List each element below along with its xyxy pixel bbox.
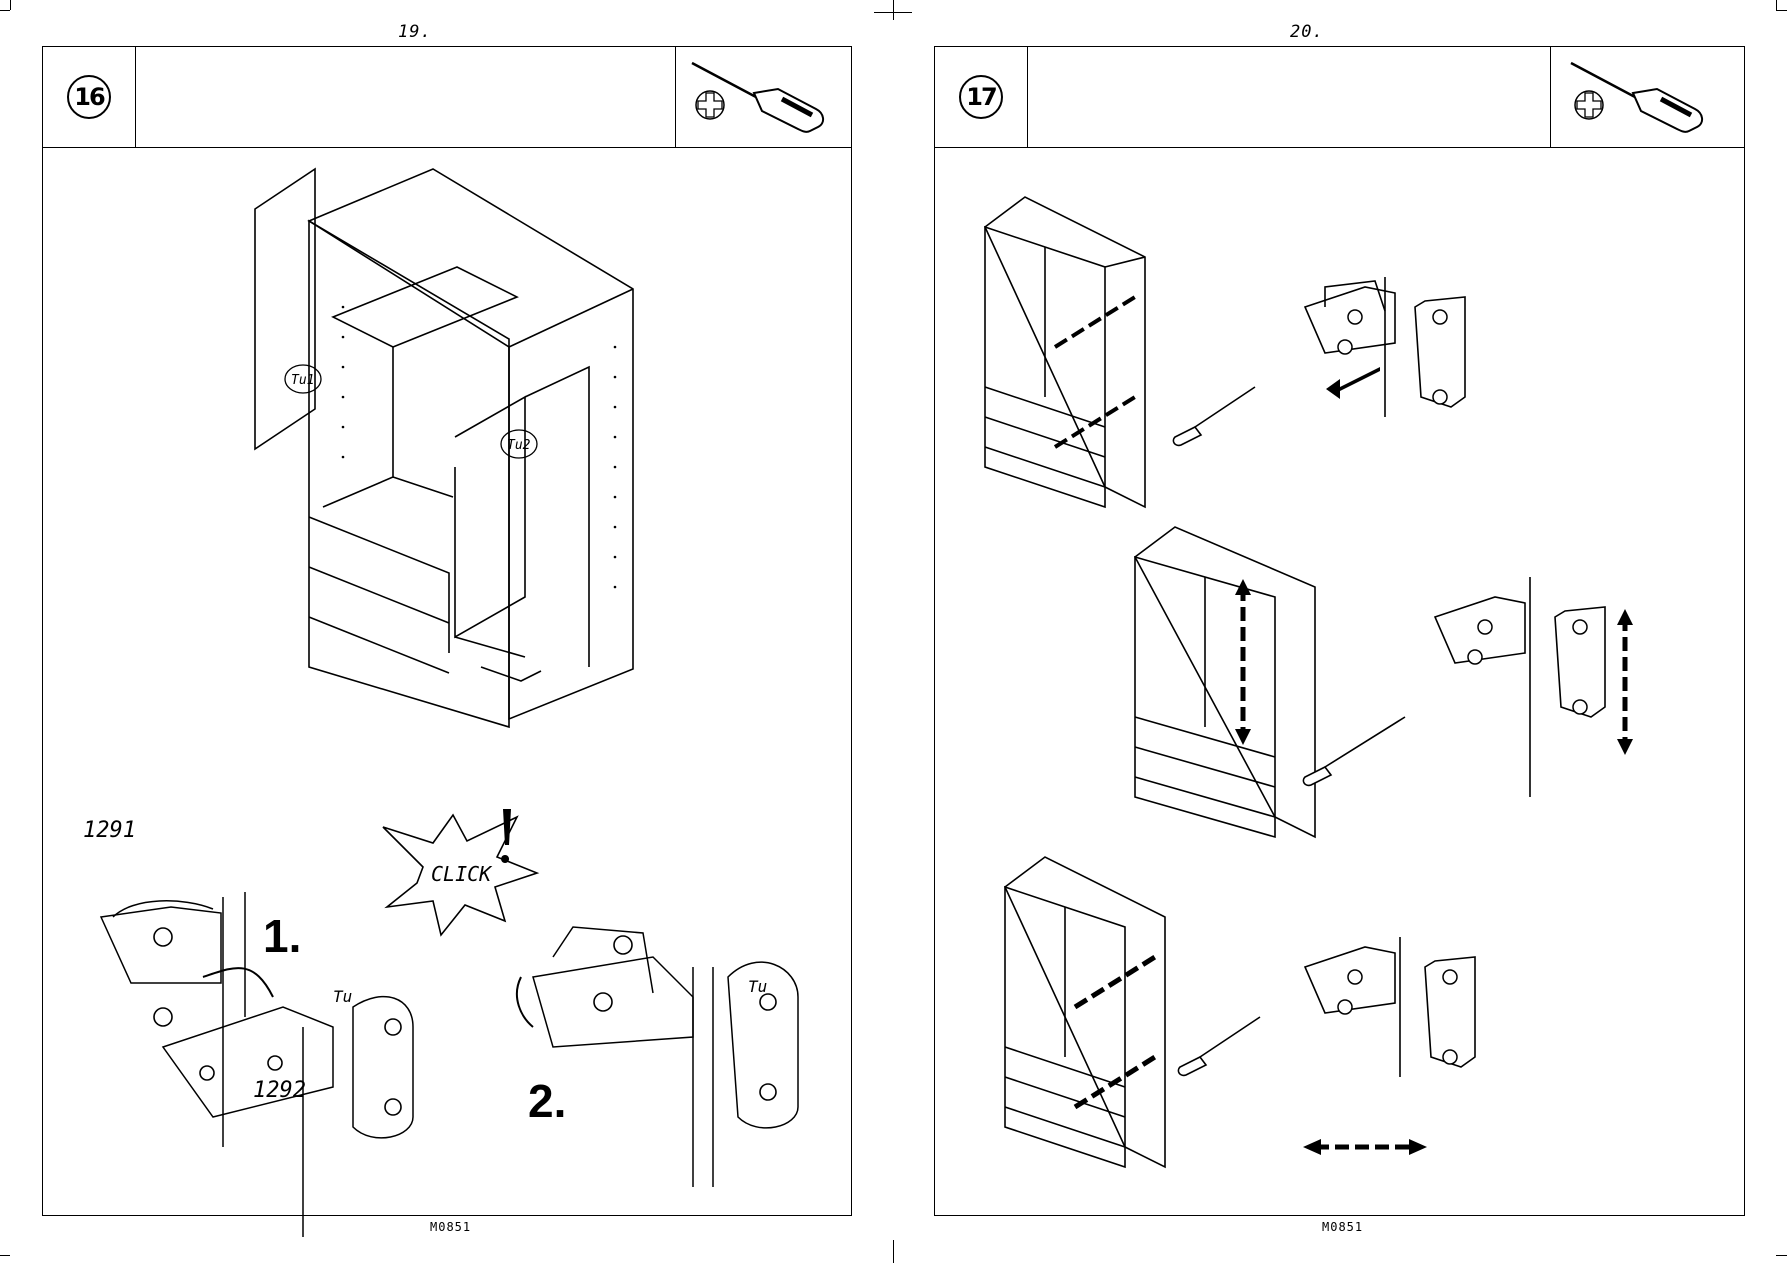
action-step-2: 2. [528, 1075, 566, 1127]
height-adjustment-illustration [1133, 526, 1633, 839]
crop-mark [893, 0, 894, 20]
step-panel-16: 16 [42, 46, 852, 1237]
arrow-icon [1326, 367, 1380, 399]
door-label-tu: Tu [333, 987, 352, 1006]
hinge-mounting-illustration: 1291 1292 Tu Tu 1. 2. [83, 809, 799, 1237]
crop-mark [0, 10, 10, 11]
step-header: 17 [935, 47, 1744, 148]
arrow-icon [1053, 295, 1137, 449]
crop-mark [893, 1240, 894, 1263]
arrow-icon [1073, 954, 1415, 1150]
crop-mark [0, 1255, 10, 1256]
crop-mark [1776, 1255, 1787, 1256]
door-label-tu2: Tu2 [507, 438, 531, 453]
tool-cell [675, 47, 851, 147]
tool-cell [1550, 47, 1744, 147]
phillips-head-icon [695, 90, 725, 120]
page-number: 20. [1290, 22, 1324, 42]
step-panel-17: 17 [934, 46, 1745, 1216]
arrow-icon [1240, 587, 1628, 747]
crop-mark [10, 0, 11, 10]
model-code: M0851 [1322, 1220, 1364, 1234]
model-code: M0851 [430, 1220, 472, 1234]
step-number-badge: 17 [959, 75, 1003, 119]
wardrobe-open-doors-illustration: Tu1 Tu2 [254, 167, 634, 729]
step-number-cell: 17 [935, 47, 1028, 147]
crop-mark [1776, 10, 1787, 11]
depth-adjustment-illustration [984, 196, 1466, 509]
step-number-cell: 16 [43, 47, 136, 147]
crop-mark [1776, 0, 1777, 10]
step-header: 16 [43, 47, 851, 148]
part-label-1291: 1291 [83, 818, 136, 843]
page-number: 19. [398, 22, 432, 42]
phillips-head-icon [1574, 90, 1604, 120]
phillips-screwdriver-icon [1570, 61, 1703, 133]
phillips-screwdriver-icon [691, 61, 824, 133]
part-label-1292: 1292 [253, 1078, 306, 1103]
door-label-tu: Tu [748, 977, 767, 996]
side-adjustment-illustration [1004, 856, 1476, 1169]
step-number-badge: 16 [67, 75, 111, 119]
click-label: CLICK [431, 862, 493, 886]
action-step-1: 1. [263, 910, 301, 962]
exclamation-icon [501, 809, 511, 863]
click-burst-icon [382, 813, 540, 937]
crop-mark [874, 12, 912, 13]
door-label-tu1: Tu1 [291, 373, 314, 388]
